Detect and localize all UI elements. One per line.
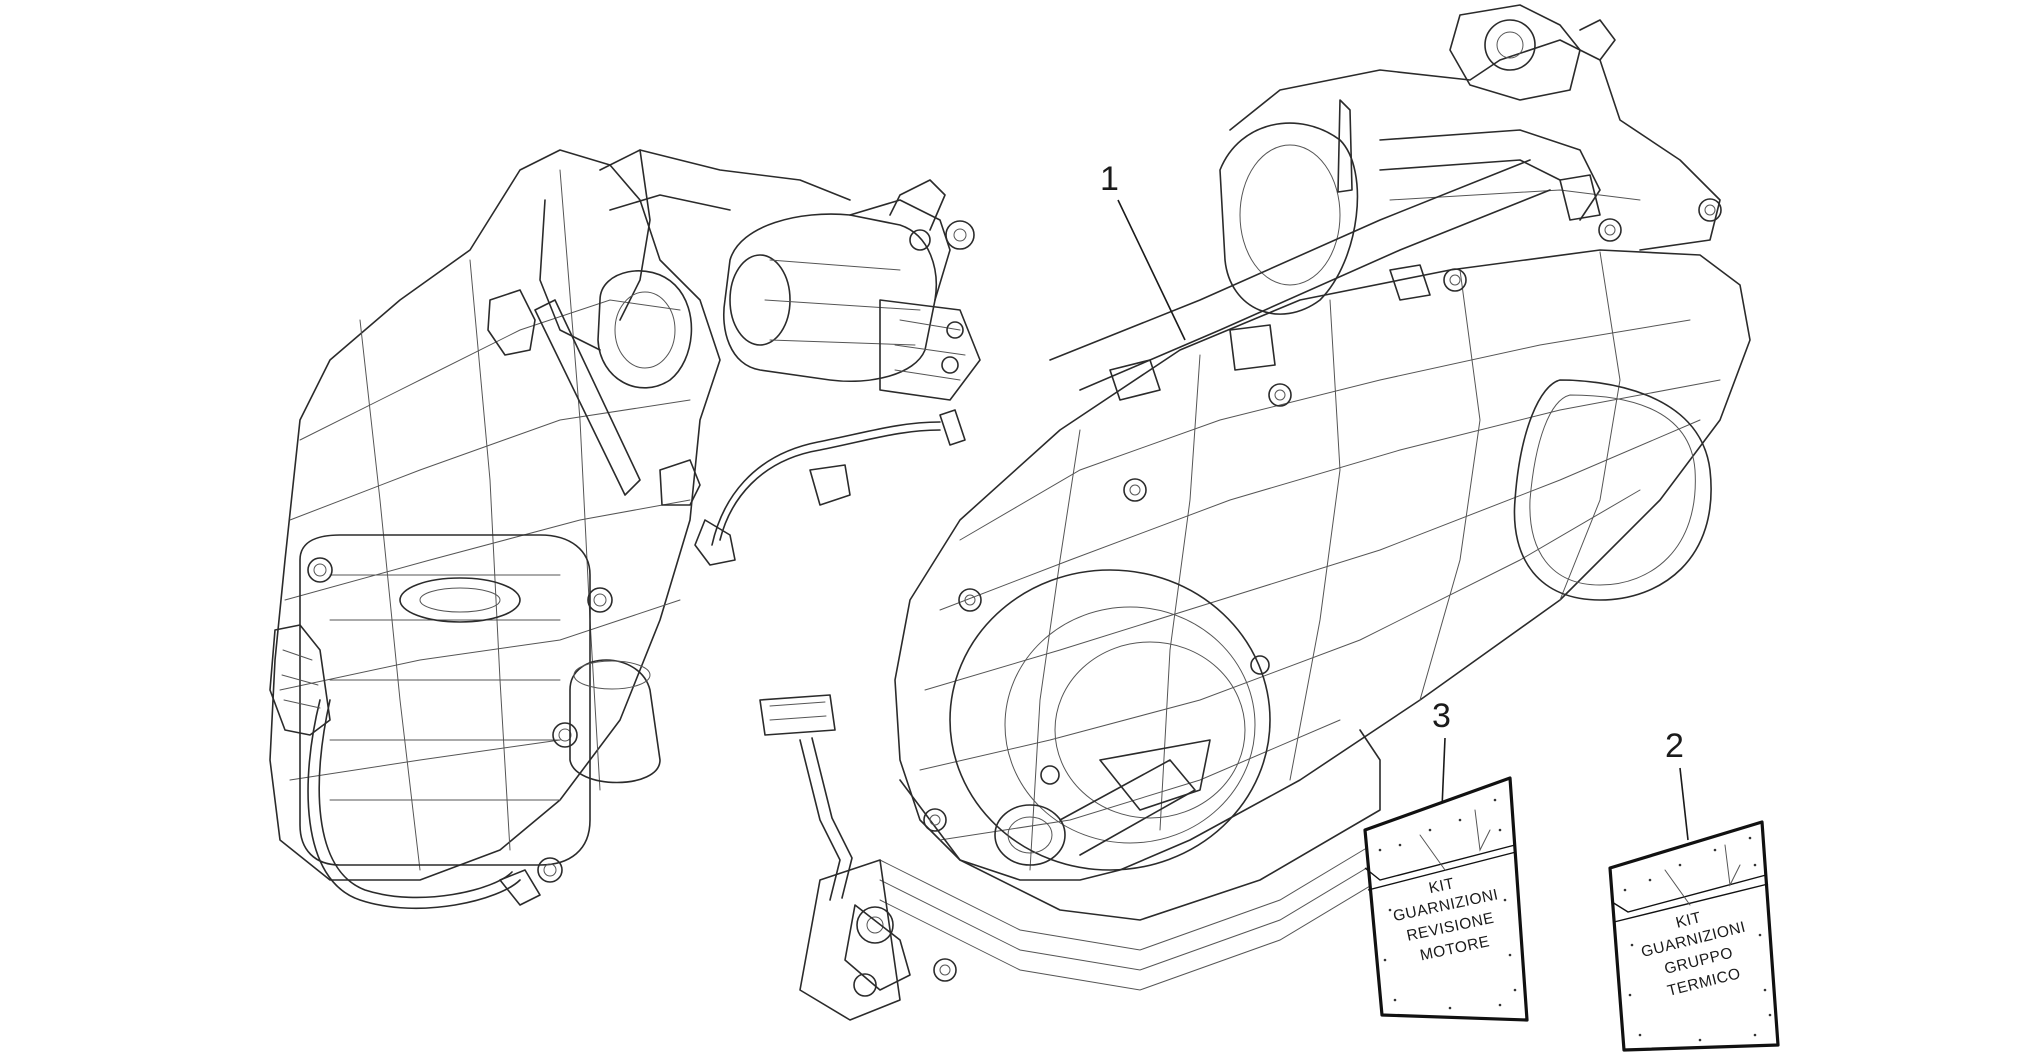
starter-motor — [487, 149, 981, 991]
callout-1: 1 — [1100, 160, 1186, 341]
transmission-cover — [799, 198, 1751, 1021]
leader-line-3 — [1441, 737, 1446, 809]
cylinder-head — [269, 149, 721, 910]
engine-assembly-drawing — [269, 4, 1751, 1021]
kit-3-line-1: KIT — [1427, 875, 1456, 897]
gasket-kit-bag-cylinder-group: KIT GUARNIZIONI GRUPPO TERMICO — [1608, 820, 1780, 1052]
bag-texture — [1623, 836, 1772, 1042]
bag-texture — [1378, 798, 1517, 1010]
callout-number-1: 1 — [1100, 160, 1119, 198]
rear-frame-bracket — [1049, 4, 1721, 401]
kit-2-line-1: KIT — [1674, 909, 1703, 932]
gasket-kit-bag-engine-overhaul: KIT GUARNIZIONI REVISIONE MOTORE — [1363, 776, 1529, 1022]
callout-number-3: 3 — [1432, 697, 1451, 735]
callout-3: 3 — [1432, 697, 1451, 809]
callout-number-2: 2 — [1665, 727, 1684, 765]
callout-2: 2 — [1665, 727, 1689, 841]
leader-line-1 — [1117, 199, 1186, 341]
leader-line-2 — [1679, 767, 1689, 841]
